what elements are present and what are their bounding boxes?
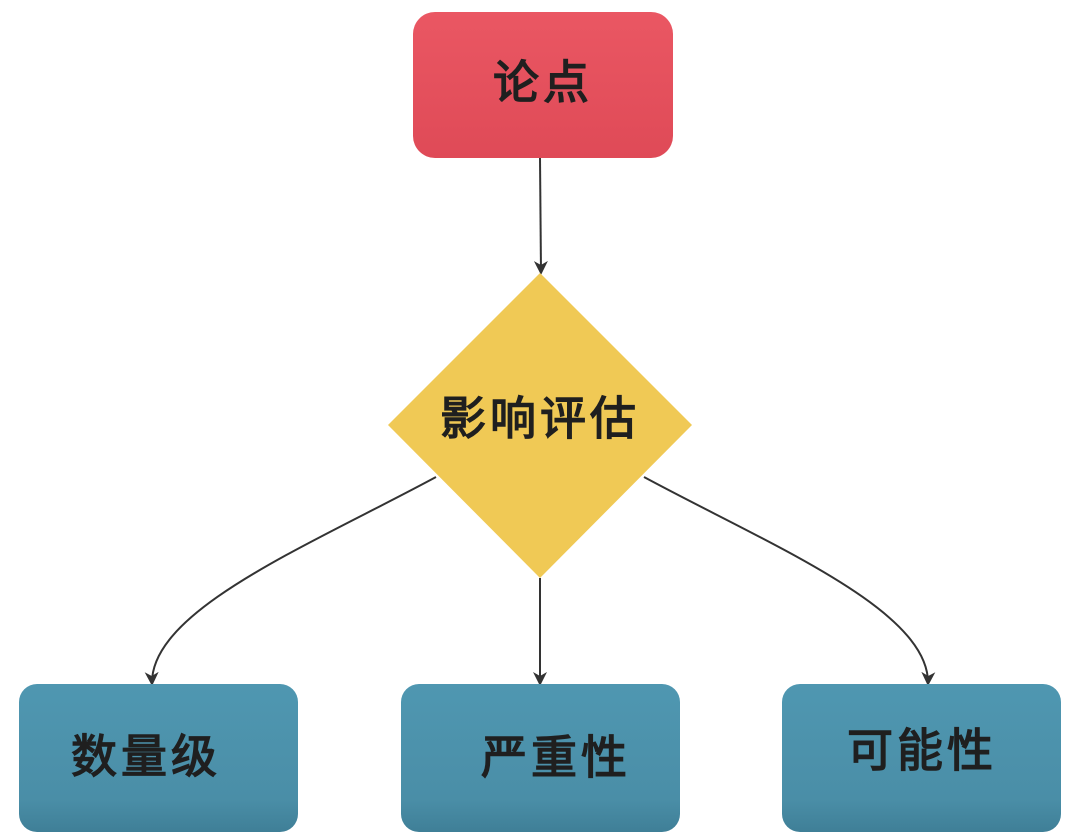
edge-assessment-to-magnitude (144, 476, 437, 686)
node-magnitude-label: 数量级 (71, 730, 221, 784)
node-claim-box (413, 12, 673, 158)
edges (144, 157, 936, 686)
edge-claim-to-assessment (533, 157, 548, 275)
node-claim[interactable]: 论点 (413, 12, 673, 158)
node-assessment-diamond (388, 273, 692, 578)
node-assessment[interactable]: 影响评估 (388, 273, 692, 578)
node-likelihood-label: 可能性 (847, 724, 997, 778)
node-claim-label: 论点 (493, 56, 593, 110)
edge-assessment-to-likelihood (643, 476, 936, 686)
node-assessment-label: 影响评估 (440, 392, 640, 446)
node-magnitude-box (19, 684, 298, 832)
node-likelihood[interactable]: 可能性 (782, 684, 1061, 832)
node-severity[interactable]: 严重性 (401, 684, 680, 832)
node-severity-label: 严重性 (481, 731, 631, 785)
node-severity-box (401, 684, 680, 832)
node-likelihood-box (782, 684, 1061, 832)
node-magnitude[interactable]: 数量级 (19, 684, 298, 832)
